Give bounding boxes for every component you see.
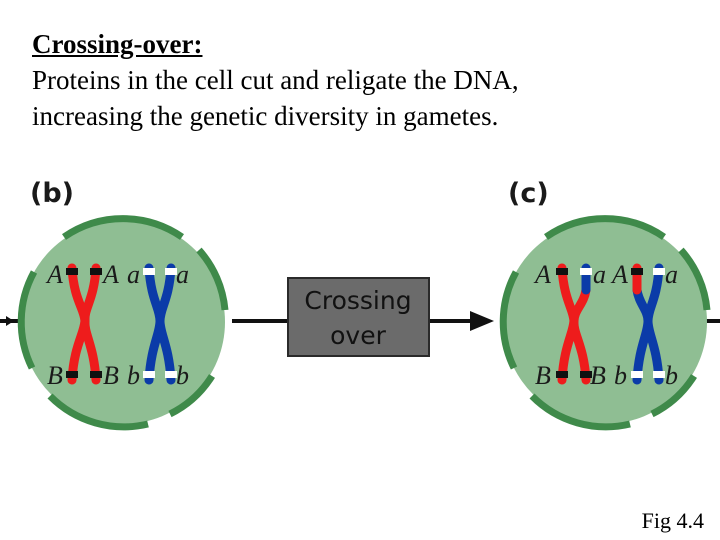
allele-label: b xyxy=(127,361,140,390)
locus-b-band xyxy=(165,371,177,378)
allele-label: a xyxy=(665,260,678,289)
locus-b-band xyxy=(143,371,155,378)
locus-b-band xyxy=(556,371,568,378)
locus-a-band xyxy=(143,268,155,275)
heading-line-2: increasing the genetic diversity in game… xyxy=(32,101,499,131)
locus-b-band xyxy=(90,371,102,378)
allele-label: A xyxy=(610,260,628,289)
locus-b-band xyxy=(580,371,592,378)
maternal-chromatid-right xyxy=(80,263,101,385)
locus-a-band xyxy=(580,268,592,275)
cell-before: A A a a B B b b xyxy=(17,215,229,431)
paternal-recombinant-chromosome xyxy=(631,263,665,385)
cell-membrane-bottom xyxy=(529,393,631,431)
arrow-head xyxy=(470,311,494,331)
cell-membrane-top xyxy=(544,215,666,240)
cell-membrane-bottom-right xyxy=(650,374,697,418)
cell-membrane-right xyxy=(196,247,229,311)
heading: Crossing-over: Proteins in the cell cut … xyxy=(32,26,692,134)
allele-label: B xyxy=(47,361,63,390)
process-label-line-1: Crossing xyxy=(304,286,411,315)
cell-membrane-bottom xyxy=(47,393,149,431)
locus-a-band xyxy=(90,268,102,275)
cell-membrane-bottom-right xyxy=(168,374,215,418)
locus-b-band xyxy=(631,371,643,378)
panel-label-b: (b) xyxy=(30,178,75,209)
allele-label: a xyxy=(593,260,606,289)
locus-a-band xyxy=(556,268,568,275)
allele-label: b xyxy=(665,361,678,390)
panel-label-c: (c) xyxy=(508,178,549,209)
process-label-line-2: over xyxy=(330,321,386,350)
maternal-recombinant-chromosome xyxy=(556,263,592,385)
crossing-over-box: Crossing over xyxy=(287,277,430,357)
allele-label: A xyxy=(45,260,63,289)
cell-membrane-left xyxy=(17,270,38,370)
maternal-chromatid-right xyxy=(569,285,591,385)
heading-line-1: Proteins in the cell cut and religate th… xyxy=(32,65,519,95)
cell-membrane-left xyxy=(499,270,520,370)
arrow-in-head xyxy=(6,316,14,326)
locus-b-band xyxy=(653,371,665,378)
locus-a-band xyxy=(653,268,665,275)
allele-label: B xyxy=(535,361,551,390)
locus-b-band xyxy=(66,371,78,378)
cell-membrane-top xyxy=(62,215,184,240)
cell-membrane-right xyxy=(678,247,711,311)
figure-caption: Fig 4.4 xyxy=(641,508,704,533)
locus-a-band xyxy=(66,268,78,275)
allele-label: A xyxy=(533,260,551,289)
crossing-over-diagram: Crossing over A A a a xyxy=(0,215,720,431)
locus-a-band xyxy=(165,268,177,275)
maternal-chromosome xyxy=(66,263,102,385)
locus-a-band xyxy=(631,268,643,275)
paternal-chromatid-right xyxy=(643,263,664,385)
cell-after: A a A a B B b b xyxy=(499,215,711,431)
process-box xyxy=(287,277,430,357)
allele-label: b xyxy=(176,361,189,390)
allele-label: A xyxy=(101,260,119,289)
paternal-chromosome xyxy=(143,263,177,385)
allele-label: B xyxy=(103,361,119,390)
allele-label: a xyxy=(176,260,189,289)
allele-label: a xyxy=(127,260,140,289)
paternal-chromatid-right xyxy=(155,263,176,385)
allele-label: B xyxy=(590,361,606,390)
heading-title: Crossing-over: xyxy=(32,29,203,59)
allele-label: b xyxy=(614,361,627,390)
